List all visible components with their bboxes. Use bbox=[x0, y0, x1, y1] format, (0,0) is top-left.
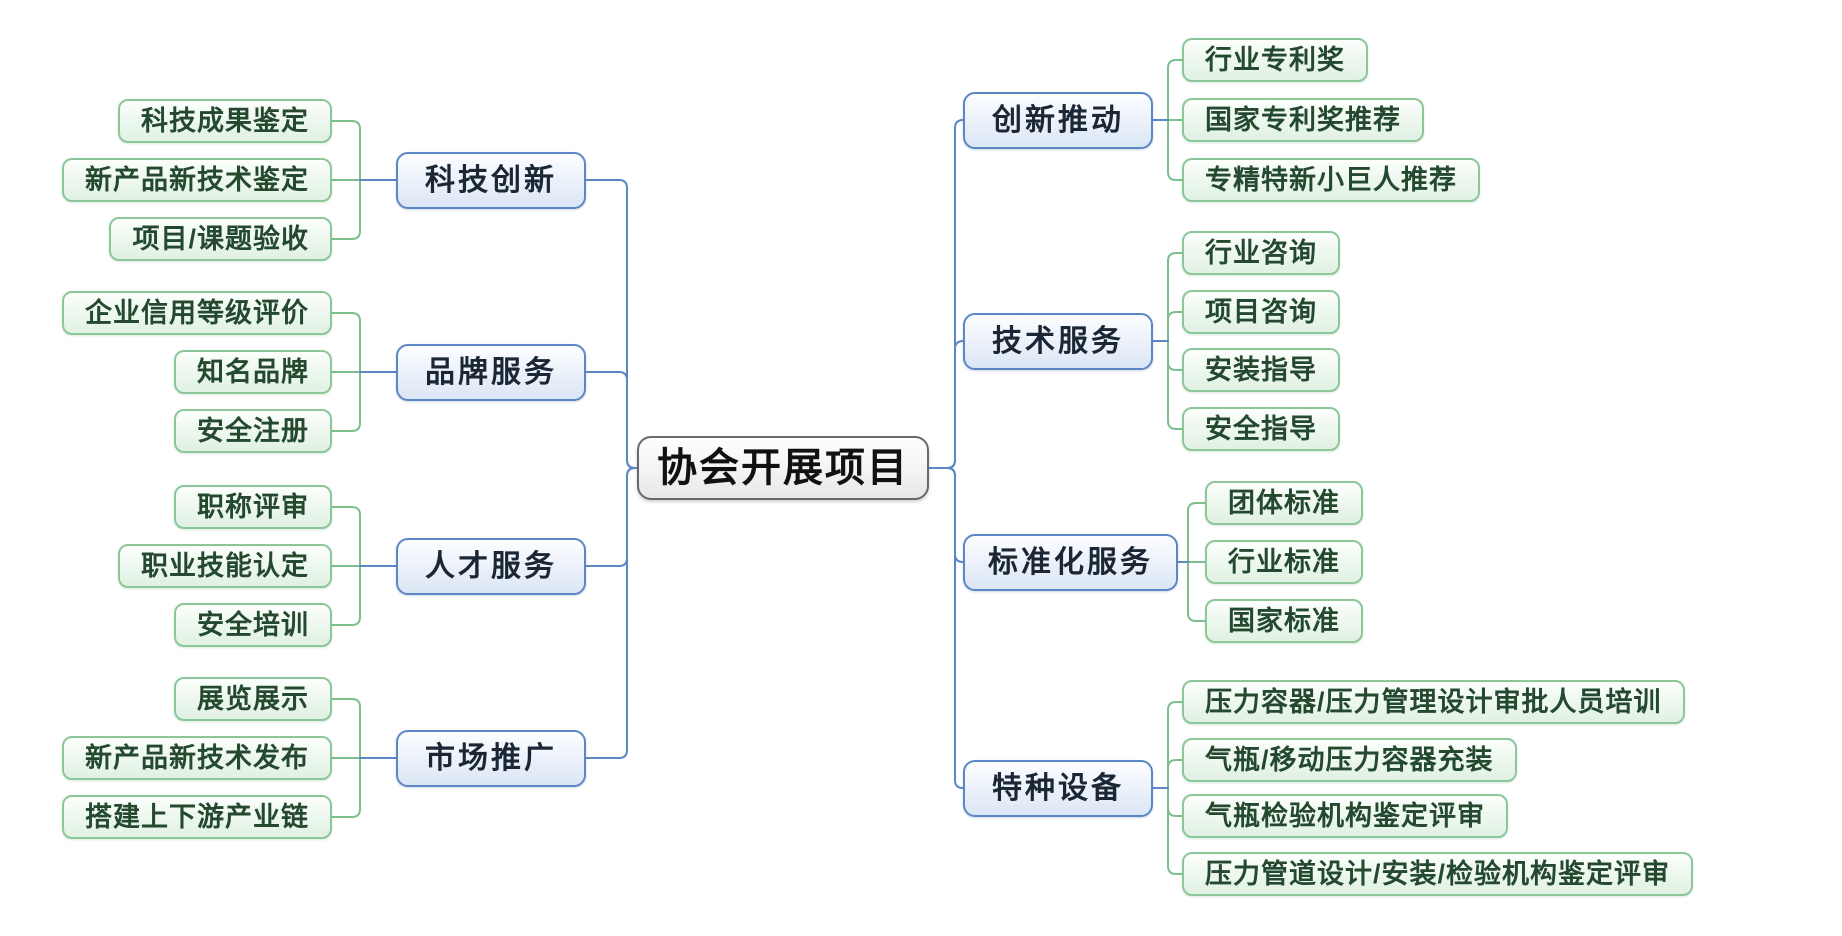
leaf-node[interactable]: 国家专利奖推荐 bbox=[1182, 98, 1424, 142]
leaf-node[interactable]: 职称评审 bbox=[174, 485, 332, 529]
branch-sci-tech-innovation[interactable]: 科技创新 bbox=[396, 152, 586, 209]
leaf-node[interactable]: 项目/课题验收 bbox=[109, 217, 332, 261]
leaf-node[interactable]: 压力容器/压力管理设计审批人员培训 bbox=[1182, 680, 1685, 724]
leaf-node[interactable]: 国家标准 bbox=[1205, 599, 1363, 643]
central-topic[interactable]: 协会开展项目 bbox=[637, 436, 929, 500]
leaf-node[interactable]: 安全培训 bbox=[174, 603, 332, 647]
leaf-node[interactable]: 行业专利奖 bbox=[1182, 38, 1368, 82]
leaf-node[interactable]: 新产品新技术发布 bbox=[62, 736, 332, 780]
leaf-node[interactable]: 压力管道设计/安装/检验机构鉴定评审 bbox=[1182, 852, 1694, 896]
branch-technical-service[interactable]: 技术服务 bbox=[963, 313, 1153, 370]
leaf-node[interactable]: 气瓶检验机构鉴定评审 bbox=[1182, 794, 1508, 838]
branch-special-equipment[interactable]: 特种设备 bbox=[963, 760, 1153, 817]
leaf-node[interactable]: 行业咨询 bbox=[1182, 231, 1340, 275]
leaf-node[interactable]: 展览展示 bbox=[174, 677, 332, 721]
leaf-node[interactable]: 安全指导 bbox=[1182, 407, 1340, 451]
leaf-node[interactable]: 新产品新技术鉴定 bbox=[62, 158, 332, 202]
leaf-node[interactable]: 企业信用等级评价 bbox=[62, 291, 332, 335]
leaf-node[interactable]: 安装指导 bbox=[1182, 348, 1340, 392]
leaf-node[interactable]: 气瓶/移动压力容器充装 bbox=[1182, 738, 1517, 782]
leaf-node[interactable]: 专精特新小巨人推荐 bbox=[1182, 158, 1480, 202]
leaf-node[interactable]: 科技成果鉴定 bbox=[118, 99, 332, 143]
leaf-node[interactable]: 团体标准 bbox=[1205, 481, 1363, 525]
leaf-node[interactable]: 职业技能认定 bbox=[118, 544, 332, 588]
branch-brand-service[interactable]: 品牌服务 bbox=[396, 344, 586, 401]
leaf-node[interactable]: 搭建上下游产业链 bbox=[62, 795, 332, 839]
branch-standardization-service[interactable]: 标准化服务 bbox=[963, 534, 1178, 591]
leaf-node[interactable]: 项目咨询 bbox=[1182, 290, 1340, 334]
branch-market-promotion[interactable]: 市场推广 bbox=[396, 730, 586, 787]
leaf-node[interactable]: 行业标准 bbox=[1205, 540, 1363, 584]
branch-talent-service[interactable]: 人才服务 bbox=[396, 538, 586, 595]
branch-innovation-drive[interactable]: 创新推动 bbox=[963, 92, 1153, 149]
leaf-node[interactable]: 知名品牌 bbox=[174, 350, 332, 394]
leaf-node[interactable]: 安全注册 bbox=[174, 409, 332, 453]
